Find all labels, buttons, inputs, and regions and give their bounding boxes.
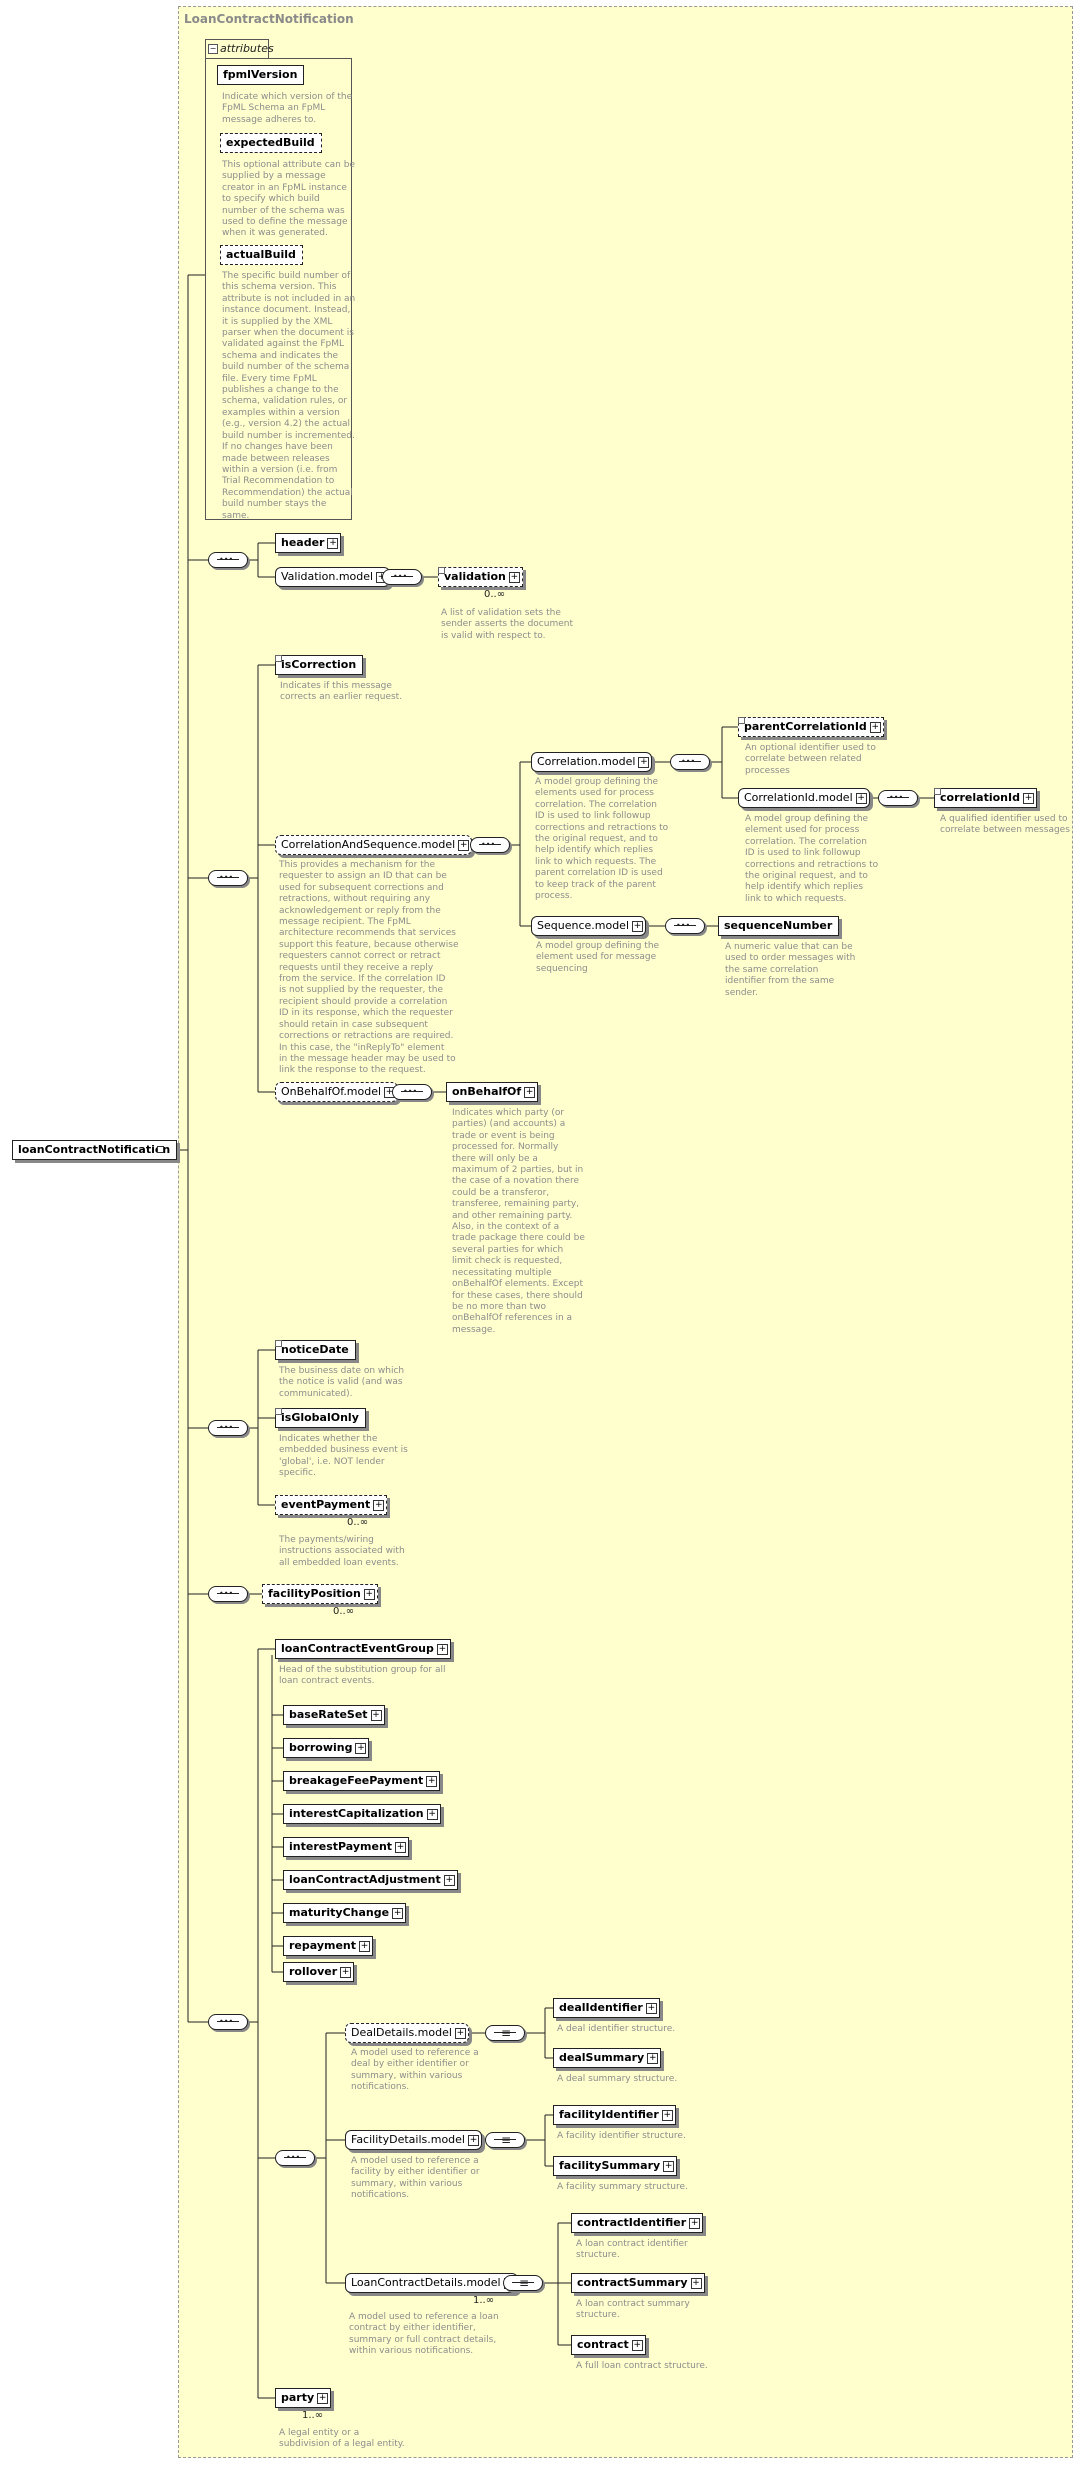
sequence-number-element[interactable]: sequenceNumber	[718, 916, 840, 936]
is-global-only-element[interactable]: isGlobalOnly	[275, 1408, 366, 1428]
substitution-element-loan-contract-adjustment[interactable]: loanContractAdjustment	[283, 1870, 458, 1890]
facility-position-cardinality: 0..∞	[333, 1606, 355, 1617]
deal-summary-element[interactable]: dealSummary	[553, 2048, 662, 2068]
sequence-compositor-2[interactable]	[208, 870, 248, 886]
diagram-title: LoanContractNotification	[184, 12, 354, 26]
attributes-tab[interactable]: attributes	[205, 39, 274, 58]
correlation-model-group[interactable]: Correlation.model	[531, 752, 653, 772]
correlation-sequence-compositor[interactable]	[670, 754, 710, 770]
validation-sequence-compositor[interactable]	[382, 569, 422, 585]
loan-contract-details-cardinality: 1..∞	[473, 2295, 495, 2306]
correlation-and-sequence-model-group[interactable]: CorrelationAndSequence.model	[275, 835, 473, 855]
root-element[interactable]: loanContractNotification	[12, 1140, 178, 1160]
parent-correlation-id-element[interactable]: parentCorrelationId	[738, 717, 884, 737]
validation-cardinality: 0..∞	[484, 589, 506, 600]
on-behalf-of-model-group[interactable]: OnBehalfOf.model	[275, 1082, 399, 1102]
attr-expectedbuild[interactable]: expectedBuild	[220, 133, 322, 153]
correlation-id-model-group[interactable]: CorrelationId.model	[738, 788, 870, 808]
contract-desc: A full loan contract structure.	[576, 2361, 708, 2371]
party-cardinality: 1..∞	[302, 2410, 324, 2421]
on-behalf-of-element[interactable]: onBehalfOf	[446, 1082, 539, 1102]
substitution-element-interest-payment[interactable]: interestPayment	[283, 1837, 410, 1857]
loan-contract-event-group-element[interactable]: loanContractEventGroup	[275, 1639, 451, 1659]
sequence-compositor-6[interactable]	[275, 2150, 315, 2166]
loan-contract-details-model-group[interactable]: LoanContractDetails.model	[345, 2273, 518, 2293]
loan-contract-details-choice-compositor[interactable]	[503, 2275, 543, 2291]
iscorrection-element[interactable]: isCorrection	[275, 655, 364, 675]
facility-identifier-desc: A facility identifier structure.	[557, 2131, 686, 2141]
sequence-compositor-1[interactable]	[208, 552, 248, 568]
deal-details-model-group[interactable]: DealDetails.model	[345, 2023, 469, 2043]
header-element[interactable]: header	[275, 533, 342, 553]
contract-identifier-element[interactable]: contractIdentifier	[571, 2213, 704, 2233]
sequence-model-group[interactable]: Sequence.model	[531, 916, 647, 936]
attr-fpmlversion[interactable]: fpmlVersion	[217, 65, 305, 85]
deal-details-choice-compositor[interactable]	[485, 2025, 525, 2041]
notice-date-element[interactable]: noticeDate	[275, 1340, 356, 1360]
correlation-id-sequence-compositor[interactable]	[878, 790, 918, 806]
attr-actualbuild[interactable]: actualBuild	[220, 245, 303, 265]
deal-identifier-element[interactable]: dealIdentifier	[553, 1998, 660, 2018]
party-element[interactable]: party	[275, 2388, 332, 2408]
facility-details-choice-compositor[interactable]	[485, 2132, 525, 2148]
substitution-element-repayment[interactable]: repayment	[283, 1936, 374, 1956]
substitution-element-rollover[interactable]: rollover	[283, 1962, 355, 1982]
facility-summary-desc: A facility summary structure.	[557, 2182, 688, 2192]
substitution-element-maturity-change[interactable]: maturityChange	[283, 1903, 407, 1923]
facility-position-element[interactable]: facilityPosition	[262, 1584, 378, 1604]
event-payment-cardinality: 0..∞	[347, 1517, 369, 1528]
facility-details-model-group[interactable]: FacilityDetails.model	[345, 2130, 482, 2150]
on-behalf-of-sequence-compositor[interactable]	[392, 1084, 432, 1100]
contract-summary-element[interactable]: contractSummary	[571, 2273, 705, 2293]
substitution-element-base-rate-set[interactable]: baseRateSet	[283, 1705, 385, 1725]
sequence-compositor-3[interactable]	[208, 1420, 248, 1436]
sequence-model-compositor[interactable]	[665, 918, 705, 934]
substitution-element-breakage-fee-payment[interactable]: breakageFeePayment	[283, 1771, 441, 1791]
correlation-id-element[interactable]: correlationId	[934, 788, 1037, 808]
facility-summary-element[interactable]: facilitySummary	[553, 2156, 678, 2176]
substitution-element-borrowing[interactable]: borrowing	[283, 1738, 370, 1758]
cas-sequence-compositor[interactable]	[470, 837, 510, 853]
sequence-compositor-5[interactable]	[208, 2014, 248, 2030]
root-expand-icon[interactable]	[157, 1146, 164, 1153]
event-payment-element[interactable]: eventPayment	[275, 1495, 388, 1515]
validation-model-group[interactable]: Validation.model	[275, 567, 391, 587]
sequence-compositor-4[interactable]	[208, 1586, 248, 1602]
deal-summary-desc: A deal summary structure.	[557, 2074, 678, 2084]
contract-element[interactable]: contract	[571, 2335, 646, 2355]
substitution-element-interest-capitalization[interactable]: interestCapitalization	[283, 1804, 441, 1824]
facility-identifier-element[interactable]: facilityIdentifier	[553, 2105, 676, 2125]
deal-identifier-desc: A deal identifier structure.	[557, 2024, 676, 2034]
validation-element[interactable]: validation	[438, 567, 523, 587]
